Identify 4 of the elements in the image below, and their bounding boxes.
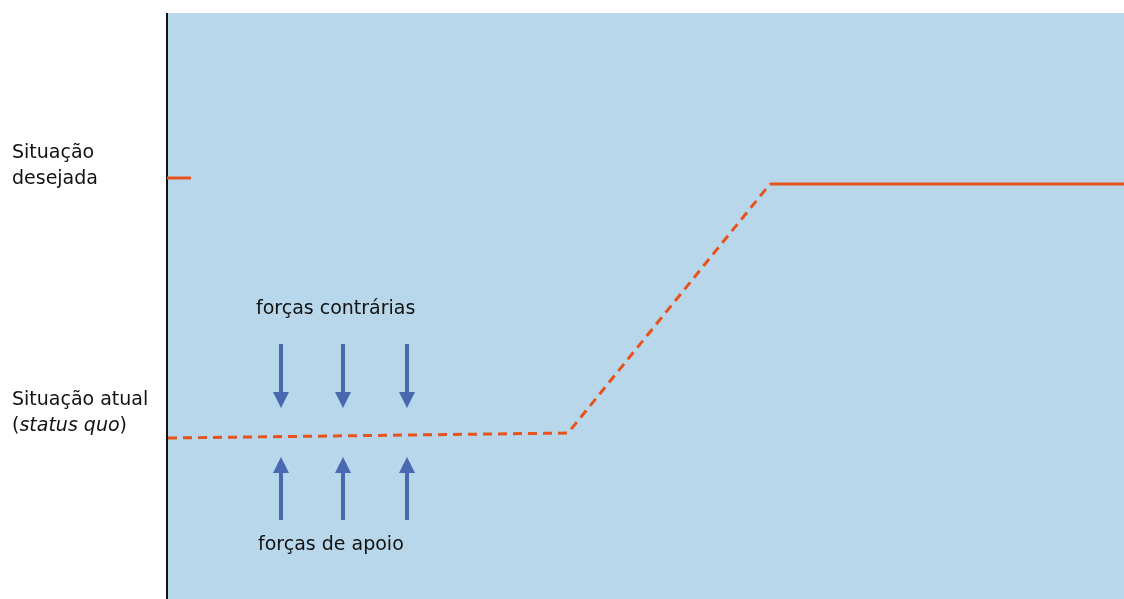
- level-label: Situação desejada: [12, 139, 99, 190]
- force-label: forças contrárias: [256, 295, 416, 320]
- force-label: forças de apoio: [258, 531, 404, 556]
- level-label: Situação atual (status quo): [12, 386, 150, 437]
